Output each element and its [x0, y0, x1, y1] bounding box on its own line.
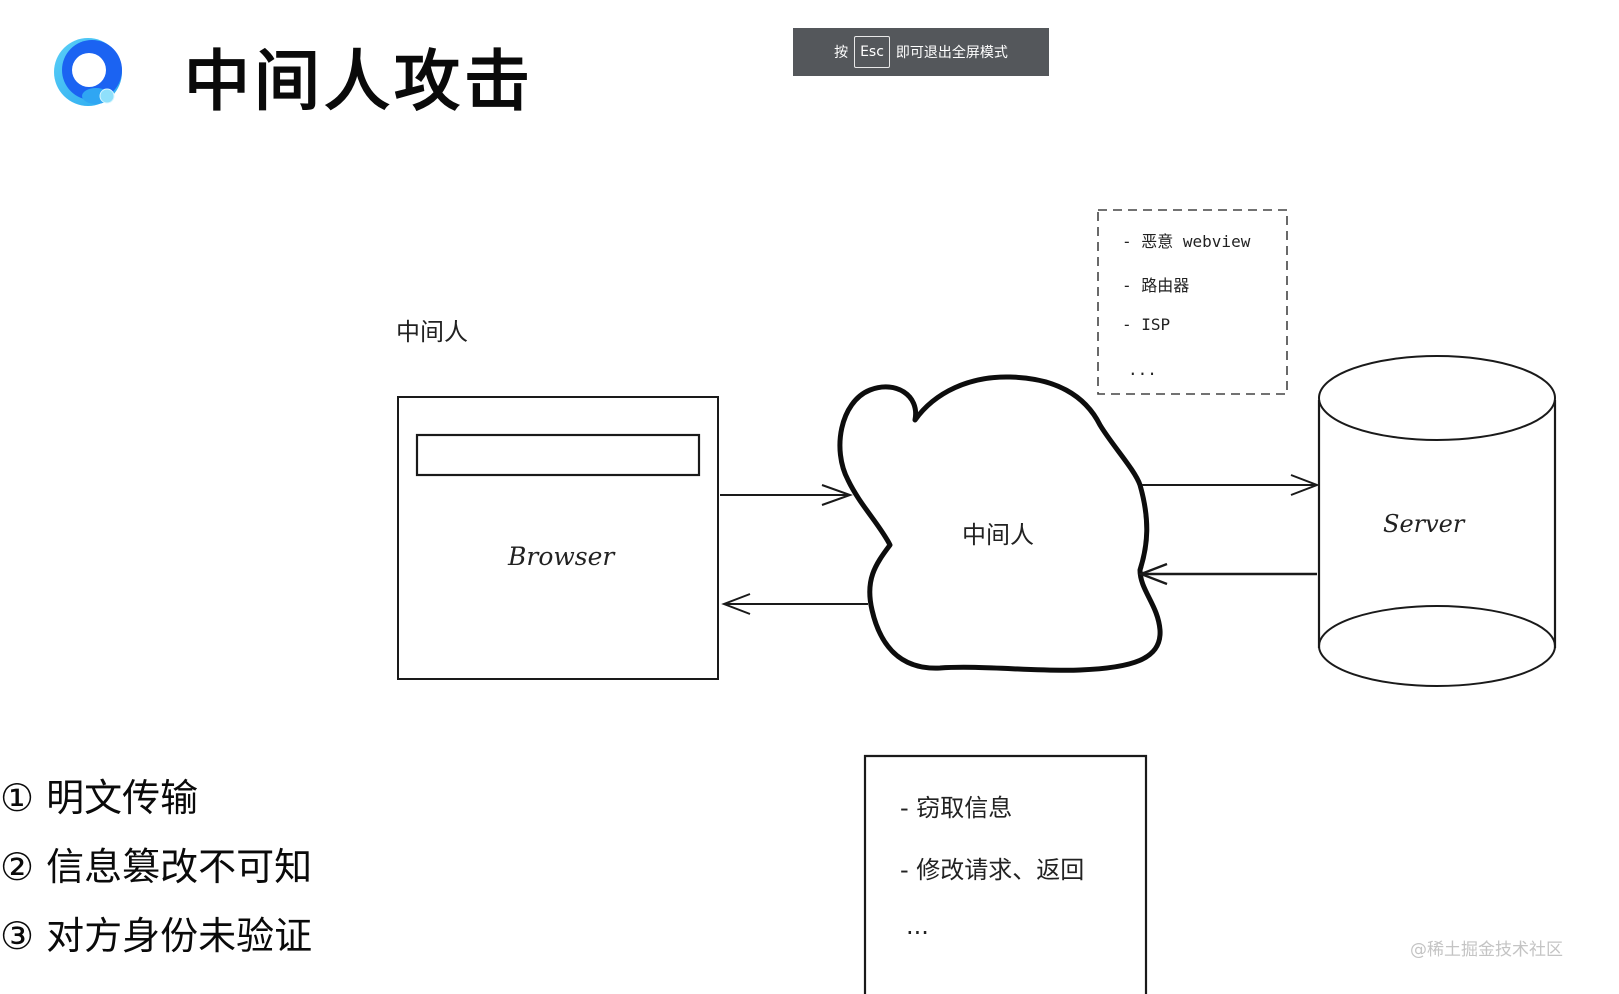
attacker-action-item: ...	[906, 912, 929, 940]
attacker-source-item: ...	[1128, 360, 1157, 379]
toast-prefix: 按	[834, 45, 849, 61]
browser-window-shape	[397, 396, 719, 680]
point-item: ③ 对方身份未验证	[0, 914, 313, 958]
attacker-actions-box	[863, 754, 1148, 994]
attacker-source-item: - 恶意 webview	[1122, 232, 1251, 251]
server-label: Server	[1383, 510, 1465, 538]
esc-key-badge[interactable]: Esc	[854, 36, 890, 68]
server-cylinder-shape	[1317, 355, 1557, 687]
mitm-cloud-shape	[837, 374, 1163, 673]
cloud-label: 中间人	[962, 521, 1034, 549]
qq-browser-logo-icon	[52, 36, 126, 108]
attacker-sources-dashed-box	[1097, 209, 1288, 395]
point-item: ① 明文传输	[0, 776, 199, 820]
page-title: 中间人攻击	[184, 43, 534, 120]
arrow-server-to-mitm	[1137, 562, 1317, 586]
attacker-action-item: - 窃取信息	[900, 794, 1013, 822]
arrow-mitm-to-server	[1142, 474, 1320, 496]
browser-label: Browser	[508, 542, 615, 571]
arrow-mitm-to-browser	[721, 593, 868, 615]
arrow-browser-to-mitm	[720, 484, 853, 506]
point-item: ② 信息篡改不可知	[0, 845, 313, 889]
attacker-source-item: - 路由器	[1122, 276, 1190, 295]
attacker-source-item: - ISP	[1122, 315, 1171, 334]
attacker-action-item: - 修改请求、返回	[900, 856, 1085, 884]
watermark: @稀土掘金技术社区	[1410, 940, 1563, 960]
toast-suffix: 即可退出全屏模式	[895, 45, 1008, 61]
fullscreen-exit-toast: 按 Esc 即可退出全屏模式	[793, 28, 1049, 76]
mitm-caption: 中间人	[396, 318, 468, 346]
browser-address-bar-shape	[415, 433, 701, 477]
